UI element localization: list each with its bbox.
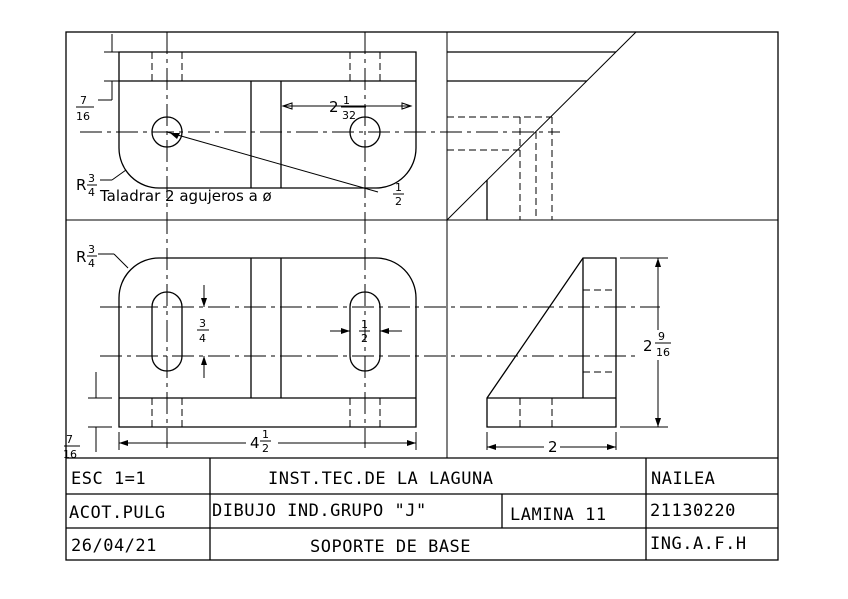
title-block-instructor: ING.A.F.H [650, 534, 747, 554]
title-block-student-id: 21130220 [650, 501, 736, 521]
projection-dividers [66, 31, 778, 458]
svg-text:3: 3 [88, 172, 95, 185]
svg-text:9: 9 [658, 330, 665, 343]
title-block-institute: INST.TEC.DE LA LAGUNA [268, 469, 493, 489]
dim-slot-width: 1 2 [359, 318, 370, 345]
title-block-part-name: SOPORTE DE BASE [310, 537, 471, 557]
svg-text:1: 1 [343, 94, 350, 107]
front-view [88, 253, 660, 452]
dim-top-radius: R 3 4 [76, 172, 97, 199]
title-block-course: DIBUJO IND.GRUPO "J" [212, 501, 427, 521]
dim-side-width: 2 [548, 438, 558, 456]
svg-text:R: R [76, 248, 86, 266]
svg-text:2: 2 [395, 195, 402, 208]
title-block-sheet: LAMINA 11 [510, 505, 607, 525]
svg-text:1: 1 [262, 428, 269, 441]
svg-text:4: 4 [88, 257, 95, 270]
svg-text:3: 3 [199, 317, 206, 330]
front-view-outline [118, 257, 417, 428]
top-view-outline [118, 51, 417, 189]
svg-text:16: 16 [63, 448, 77, 461]
svg-text:Taladrar 2 agujeros a ø: Taladrar 2 agujeros a ø [99, 187, 272, 205]
title-block-date: 26/04/21 [71, 536, 157, 556]
svg-text:1: 1 [361, 318, 368, 331]
title-block-units: ACOT.PULG [69, 503, 166, 523]
dim-slot-length: 3 4 [197, 317, 209, 345]
svg-text:4: 4 [250, 434, 260, 452]
dim-overall-length: 4 1 2 [250, 428, 271, 455]
svg-text:2: 2 [643, 337, 653, 355]
dim-top-hole-spacing: 2 1 32 [329, 94, 366, 122]
svg-text:R: R [76, 176, 86, 194]
svg-text:2: 2 [262, 442, 269, 455]
side-view [486, 257, 668, 450]
svg-text:2: 2 [361, 332, 368, 345]
svg-text:4: 4 [88, 186, 95, 199]
svg-text:2: 2 [329, 98, 339, 116]
title-block-scale: ESC 1=1 [71, 469, 146, 489]
dim-front-radius: R 3 4 [76, 243, 97, 270]
svg-text:16: 16 [76, 110, 90, 123]
dim-top-thickness: 7 16 [76, 94, 94, 123]
side-view-outline [486, 257, 617, 428]
svg-text:32: 32 [342, 109, 356, 122]
svg-text:4: 4 [199, 332, 206, 345]
title-block-author: NAILEA [651, 469, 715, 489]
drill-note: Taladrar 2 agujeros a ø 1 2 [99, 181, 404, 208]
svg-text:1: 1 [395, 181, 402, 194]
top-view [80, 32, 560, 448]
title-block [66, 457, 778, 560]
dim-height: 2 9 16 [643, 330, 671, 359]
svg-text:7: 7 [80, 94, 87, 107]
projection-view-top-right [447, 51, 616, 220]
svg-text:3: 3 [88, 243, 95, 256]
drawing-border [65, 31, 779, 561]
svg-text:16: 16 [656, 346, 670, 359]
svg-text:7: 7 [66, 433, 73, 446]
